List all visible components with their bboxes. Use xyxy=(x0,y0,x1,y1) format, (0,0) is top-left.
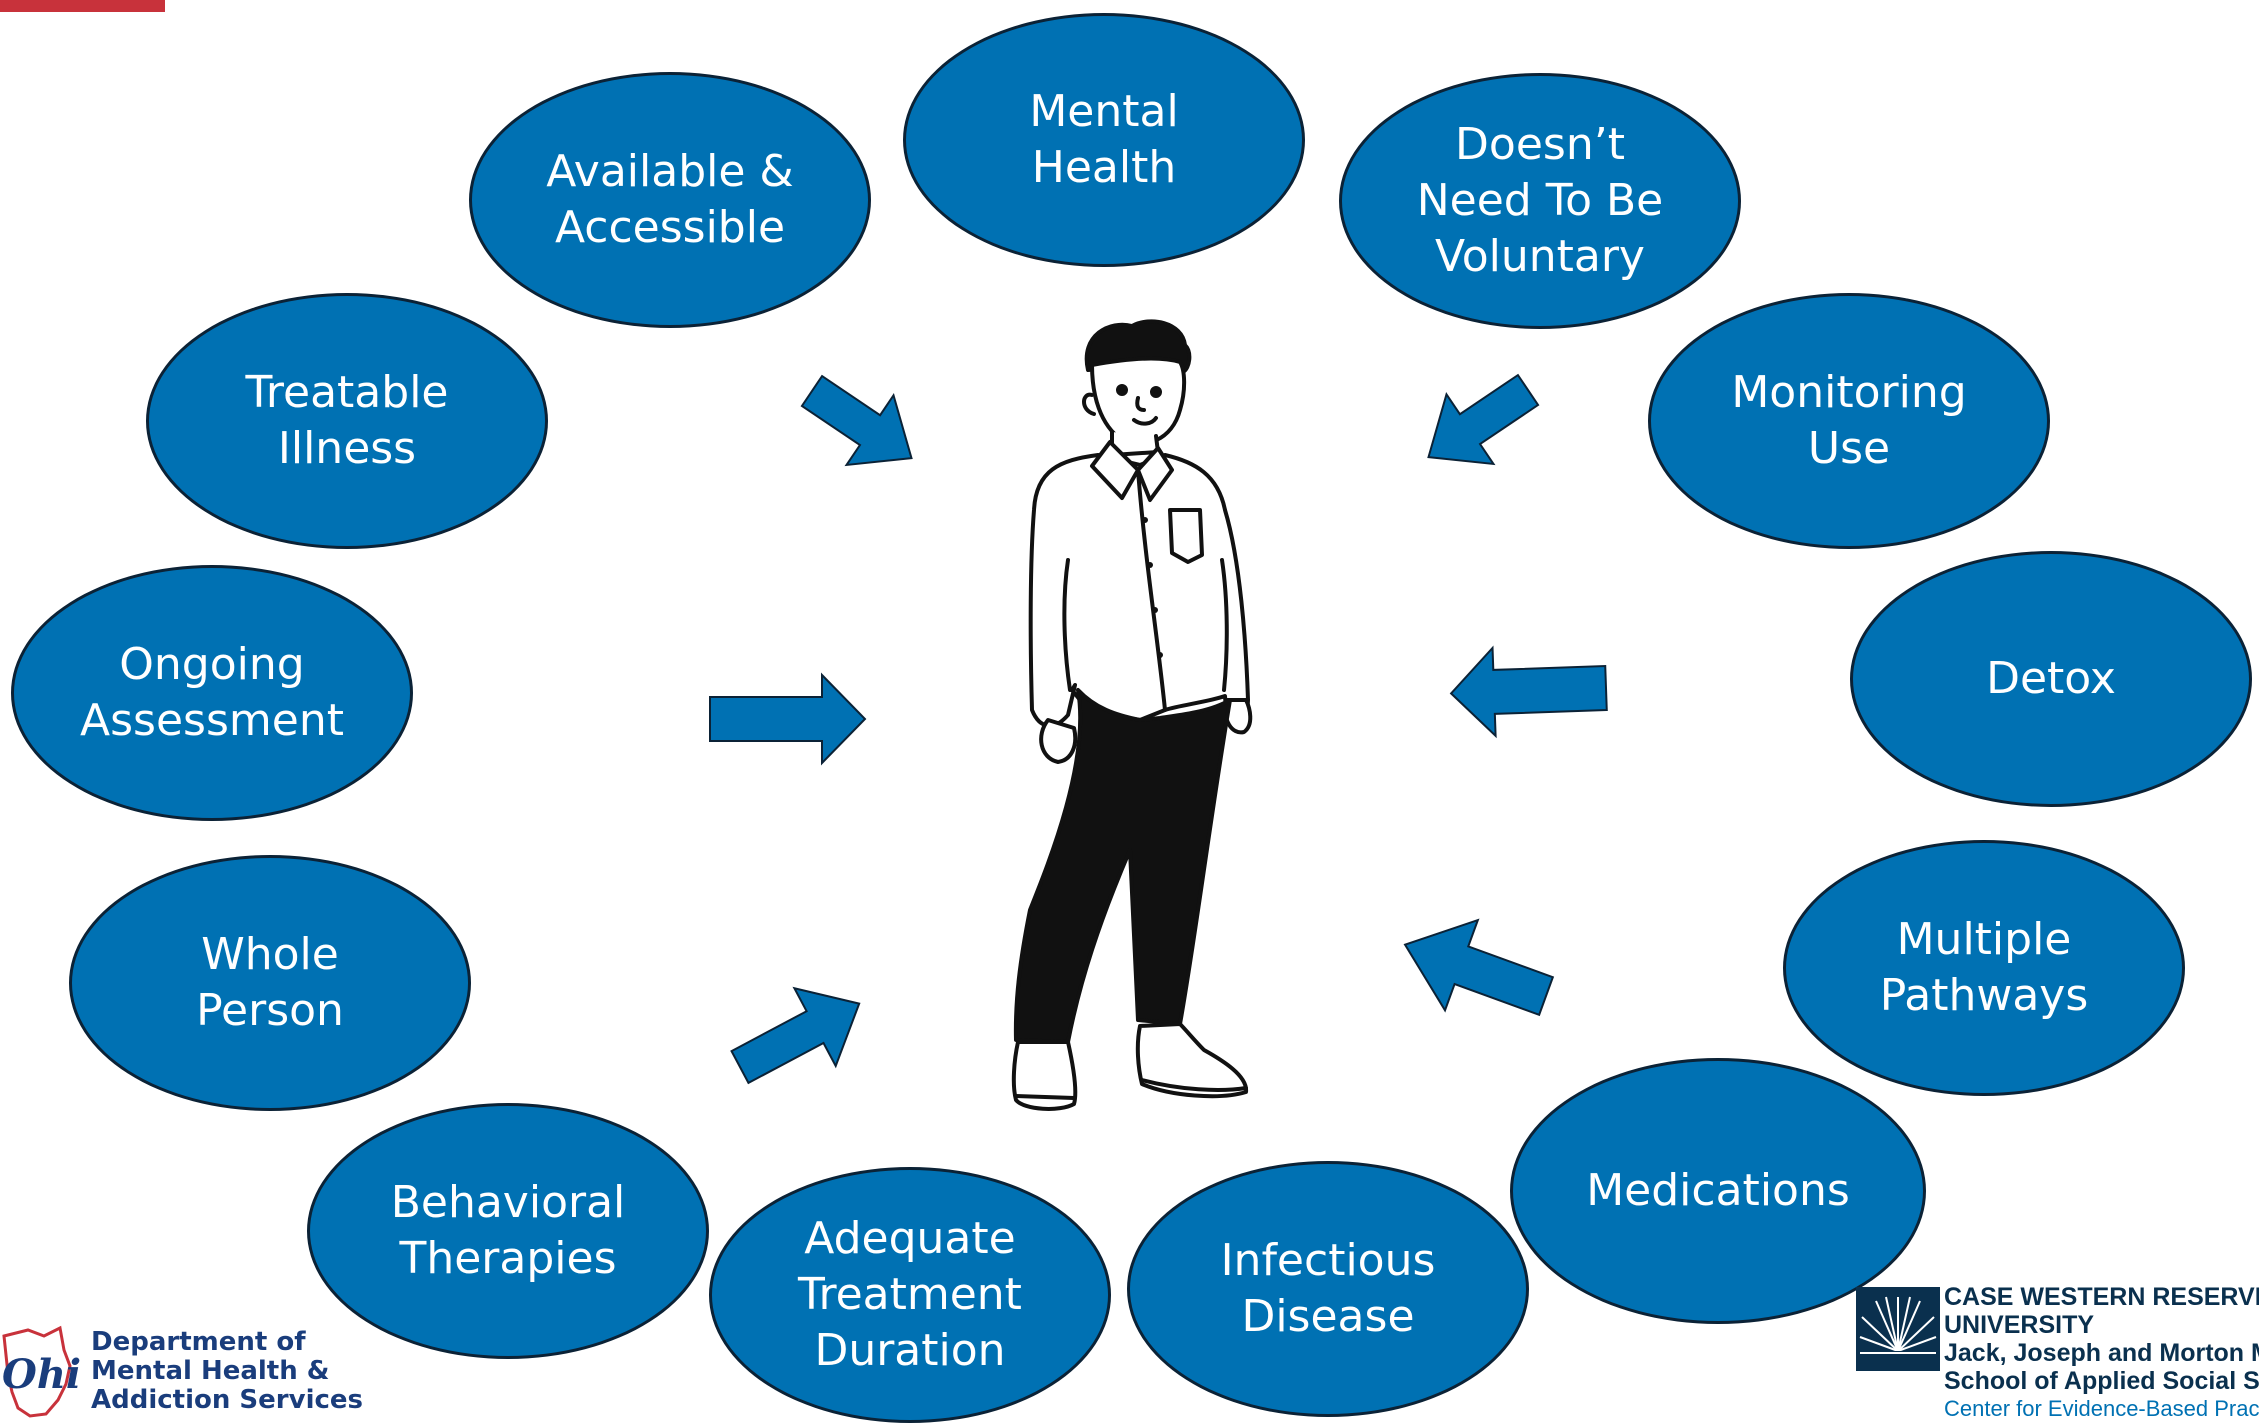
bubble-label: Whole Person xyxy=(196,928,344,1036)
ohio-line-1: Department of xyxy=(91,1327,306,1357)
bubble-label: Treatable Illness xyxy=(245,366,449,474)
cwru-logo: CASE WESTERN RESERVE UNIVERSITY Jack, Jo… xyxy=(1856,1283,2259,1418)
cwru-line-4: School of Applied Social Sciences xyxy=(1944,1367,2259,1395)
cwru-line-2: UNIVERSITY xyxy=(1944,1311,2095,1339)
bubble-label: Adequate Treatment Duration xyxy=(798,1212,1022,1377)
bubble-label: Available & Accessible xyxy=(546,145,794,253)
cwru-name: CASE WESTERN RESERVE UNIVERSITY Jack, Jo… xyxy=(1944,1283,2259,1418)
bubble-behavioral-therapies: Behavioral Therapies xyxy=(307,1103,709,1359)
accent-bar xyxy=(0,0,165,12)
arrow-from-bottom-left xyxy=(730,986,861,1085)
bubble-label: Monitoring Use xyxy=(1731,366,1967,474)
bubble-infectious-disease: Infectious Disease xyxy=(1127,1161,1529,1417)
bubble-monitoring-use: Monitoring Use xyxy=(1648,293,2050,549)
bubble-label: Behavioral Therapies xyxy=(390,1176,626,1284)
bubble-label: Detox xyxy=(1986,652,2116,704)
bubble-medications: Medications xyxy=(1510,1058,1926,1324)
bubble-label: Ongoing Assessment xyxy=(80,638,344,746)
bubble-label: Doesn’t Need To Be Voluntary xyxy=(1416,118,1664,283)
bubble-doesnt-need-to-be-voluntary: Doesn’t Need To Be Voluntary xyxy=(1339,73,1741,329)
bubble-multiple-pathways: Multiple Pathways xyxy=(1783,840,2185,1096)
bubble-label: Mental Health xyxy=(1029,85,1179,193)
bubble-available-accessible: Available & Accessible xyxy=(469,72,871,328)
ohio-line-2: Mental Health & xyxy=(91,1356,330,1386)
ohio-line-3: Addiction Services xyxy=(91,1385,363,1415)
ohio-mhas-logo: Ohio Department of Mental Health & Addic… xyxy=(0,1322,363,1418)
cwru-line-5: Center for Evidence-Based Practices xyxy=(1944,1396,2259,1418)
bubble-ongoing-assessment: Ongoing Assessment xyxy=(11,565,413,821)
arrow-from-left xyxy=(709,672,867,766)
arrow-from-top-right xyxy=(1427,373,1540,466)
cwru-line-1: CASE WESTERN RESERVE xyxy=(1944,1283,2259,1311)
bubble-label: Multiple Pathways xyxy=(1879,913,2089,1021)
ohio-dept-name: Department of Mental Health & Addiction … xyxy=(91,1328,363,1415)
arrow-from-top-left xyxy=(800,374,913,467)
bubble-treatable-illness: Treatable Illness xyxy=(146,293,548,549)
arrow-from-bottom-right xyxy=(1403,918,1555,1017)
bubble-mental-health: Mental Health xyxy=(903,13,1305,267)
person-illustration-icon xyxy=(1011,319,1253,1111)
ohio-state-icon: Ohio xyxy=(2,1325,80,1418)
ohio-wordmark: Ohio xyxy=(2,1351,80,1398)
arrow-from-right xyxy=(1449,645,1608,739)
cwru-starburst-icon xyxy=(1856,1287,1940,1371)
bubble-detox: Detox xyxy=(1850,551,2252,807)
bubble-label: Medications xyxy=(1586,1164,1850,1216)
cwru-line-3: Jack, Joseph and Morton Mandel xyxy=(1944,1339,2259,1367)
bubble-adequate-treatment-duration: Adequate Treatment Duration xyxy=(709,1167,1111,1423)
bubble-whole-person: Whole Person xyxy=(69,855,471,1111)
bubble-label: Infectious Disease xyxy=(1220,1234,1436,1342)
